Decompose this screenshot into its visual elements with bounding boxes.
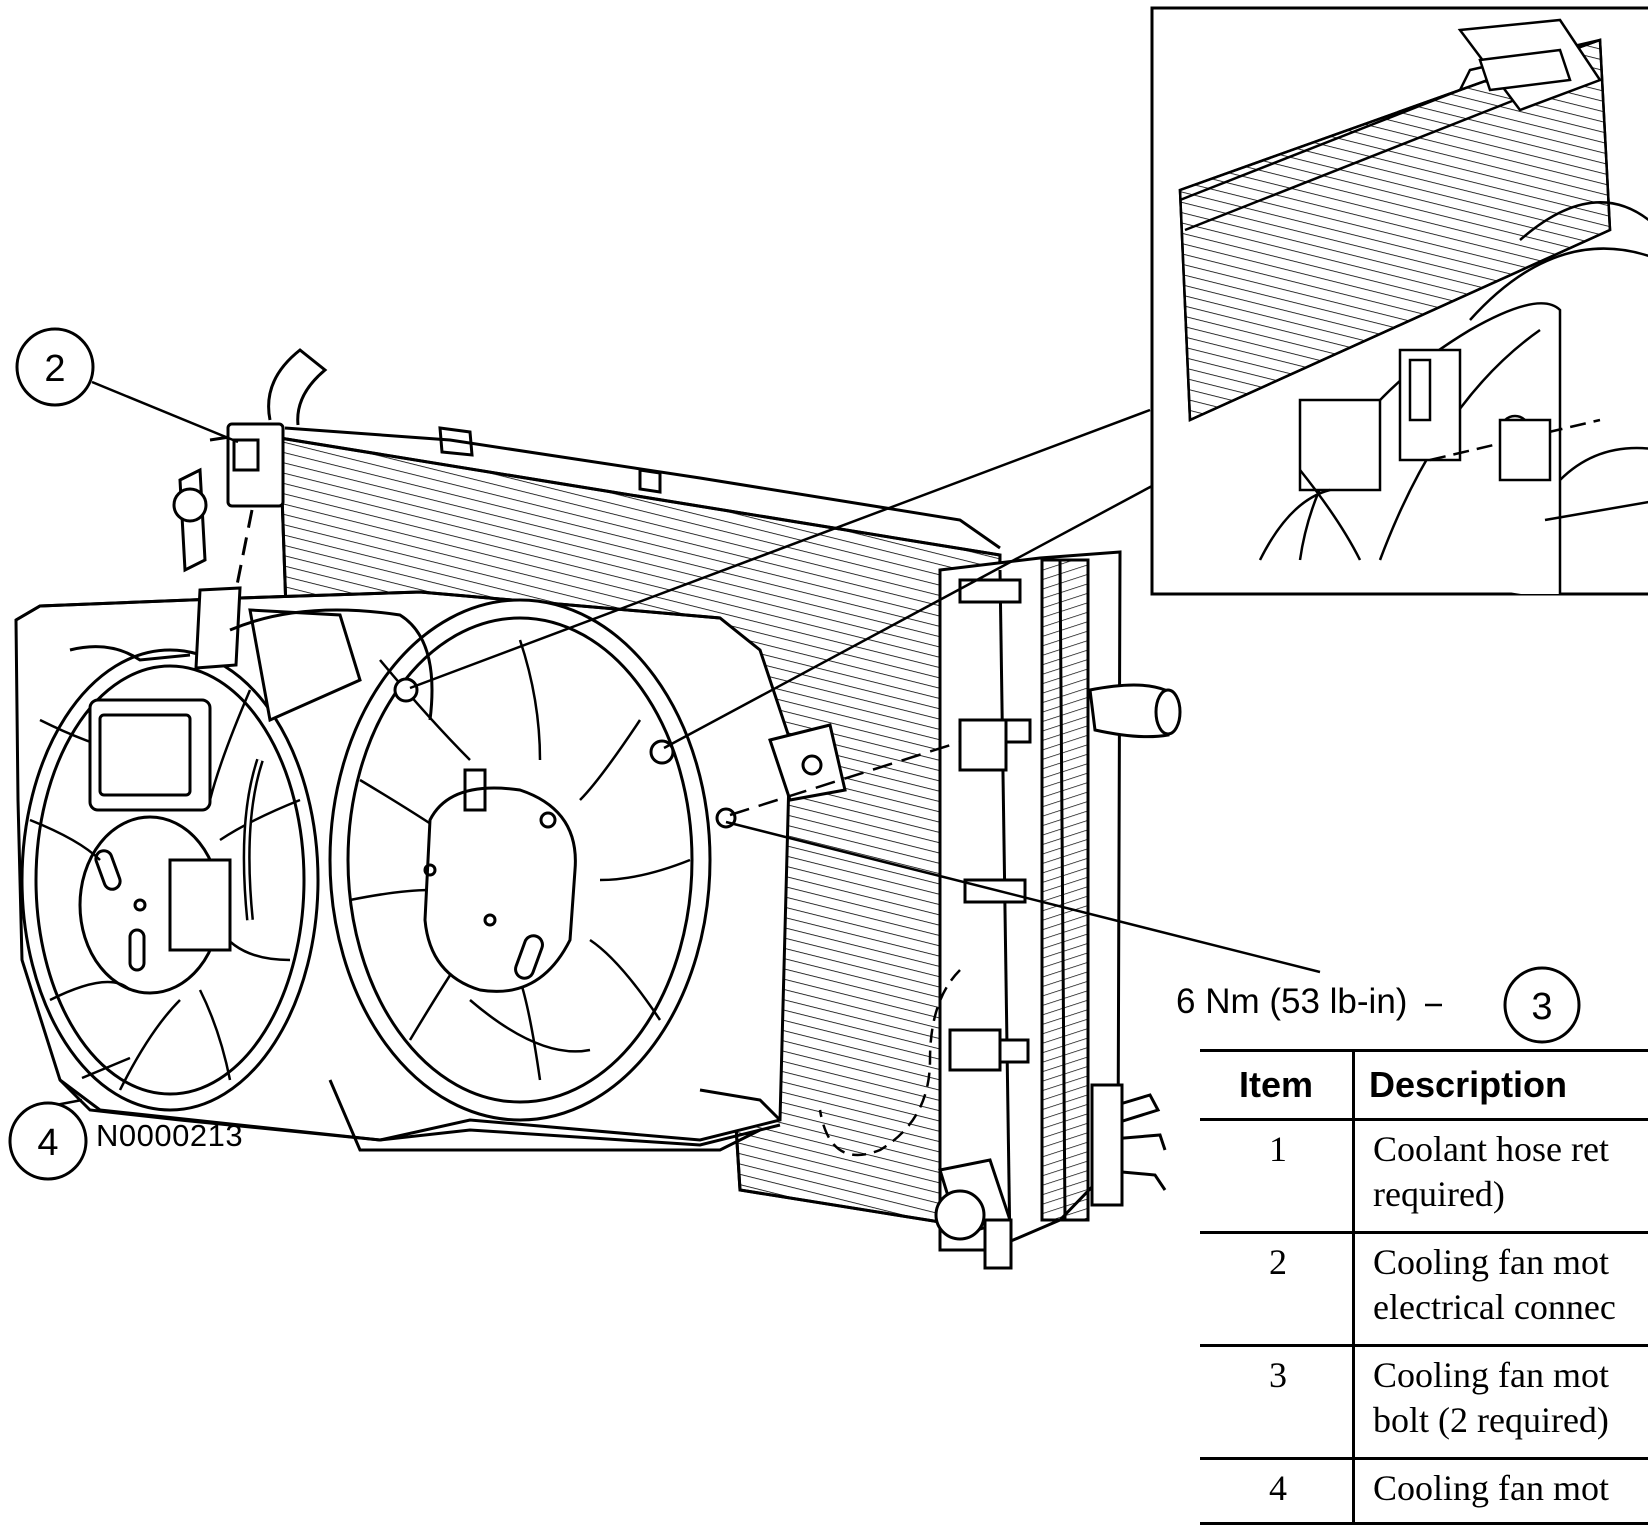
legend-item-number: 1 xyxy=(1200,1119,1355,1234)
svg-text:3: 3 xyxy=(1531,986,1552,1028)
bolt-alignment-line xyxy=(729,740,961,817)
legend-item-number: 3 xyxy=(1200,1345,1355,1460)
wiring-harness xyxy=(172,348,434,921)
legend-item-number: 4 xyxy=(1200,1458,1355,1525)
leader-lines xyxy=(39,380,1442,1110)
legend-header-description: Description xyxy=(1353,1049,1648,1121)
svg-text:2: 2 xyxy=(44,348,65,390)
left-fan xyxy=(20,645,320,1112)
callout-4: 4 xyxy=(8,1101,88,1181)
figure-id: N0000213 xyxy=(96,1118,244,1153)
svg-text:4: 4 xyxy=(37,1122,58,1164)
detail-inset xyxy=(1150,6,1648,596)
right-fan xyxy=(328,598,847,1122)
callout-2: 2 xyxy=(15,327,95,407)
legend-item-description: Cooling fan mot xyxy=(1353,1458,1648,1525)
legend-row: 4 Cooling fan mot xyxy=(1200,1458,1648,1525)
callout-3: 3 xyxy=(1503,966,1581,1044)
legend-item-number: 2 xyxy=(1200,1232,1355,1347)
legend-header-row: Item Description xyxy=(1200,1049,1648,1121)
legend-header-item: Item xyxy=(1200,1049,1355,1121)
torque-spec-label: 6 Nm (53 lb-in) xyxy=(1176,982,1408,1021)
